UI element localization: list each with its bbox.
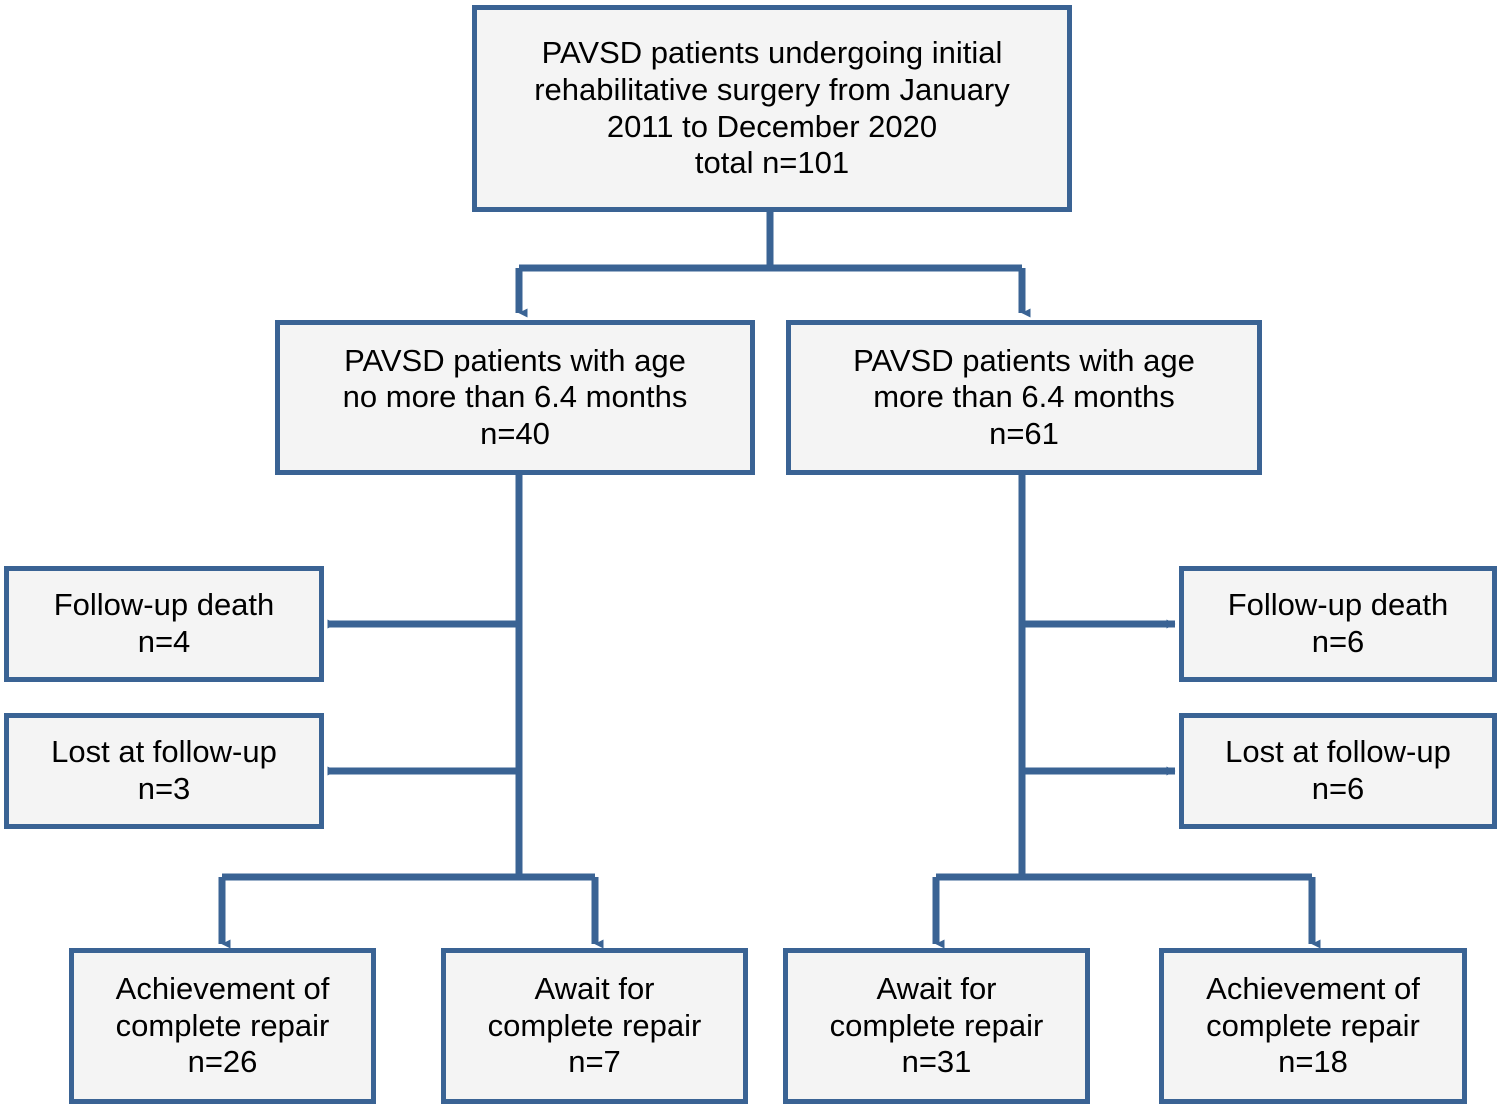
node-young-achievement: Achievement of complete repair n=26 (69, 948, 376, 1104)
node-young-followup-death-label: Follow-up death n=4 (53, 587, 275, 659)
node-old-await: Await for complete repair n=31 (783, 948, 1090, 1104)
node-young-await-label: Await for complete repair n=7 (487, 971, 702, 1080)
node-young-followup-death: Follow-up death n=4 (4, 566, 324, 682)
node-old-cohort-label: PAVSD patients with age more than 6.4 mo… (853, 342, 1195, 451)
node-young-await: Await for complete repair n=7 (441, 948, 748, 1104)
node-young-achievement-label: Achievement of complete repair n=26 (115, 971, 330, 1080)
node-old-followup-death: Follow-up death n=6 (1179, 566, 1497, 682)
node-old-achievement: Achievement of complete repair n=18 (1159, 948, 1467, 1104)
node-old-cohort: PAVSD patients with age more than 6.4 mo… (786, 320, 1262, 475)
node-young-lost-followup-label: Lost at follow-up n=3 (51, 734, 277, 806)
node-old-lost-followup: Lost at follow-up n=6 (1179, 713, 1497, 829)
node-young-cohort: PAVSD patients with age no more than 6.4… (275, 320, 755, 475)
node-old-followup-death-label: Follow-up death n=6 (1227, 587, 1449, 659)
node-root-label: PAVSD patients undergoing initial rehabi… (534, 35, 1010, 181)
node-root: PAVSD patients undergoing initial rehabi… (472, 5, 1072, 212)
node-old-achievement-label: Achievement of complete repair n=18 (1206, 971, 1420, 1080)
node-young-lost-followup: Lost at follow-up n=3 (4, 713, 324, 829)
node-old-lost-followup-label: Lost at follow-up n=6 (1225, 734, 1451, 806)
node-young-cohort-label: PAVSD patients with age no more than 6.4… (342, 342, 688, 451)
node-old-await-label: Await for complete repair n=31 (829, 971, 1044, 1080)
